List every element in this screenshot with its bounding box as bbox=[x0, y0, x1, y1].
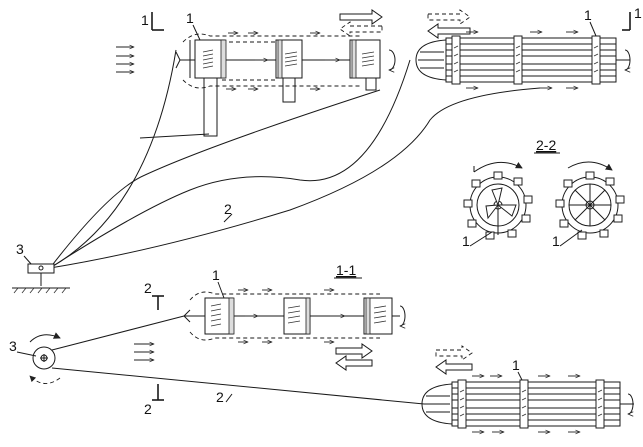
cut-label-2a: 2 bbox=[144, 280, 152, 296]
section-label-2-2: 2-2 bbox=[536, 137, 556, 153]
item-label-1-wheel-a: 1 bbox=[462, 233, 470, 249]
inflow-arrows-mid bbox=[134, 344, 154, 360]
section-1-1-view: 1-1 2 bbox=[134, 262, 406, 371]
item-label-1-top-left: 1 bbox=[186, 10, 194, 26]
filter-cartridge-mid bbox=[204, 297, 393, 335]
item-label-1-top-right: 1 bbox=[584, 7, 592, 23]
inflow-arrows-top bbox=[116, 47, 134, 72]
top-left-assembly: 1 bbox=[116, 9, 396, 137]
winch-bottom: 3 2 2 bbox=[9, 315, 425, 417]
bottom-right-assembly: 1 bbox=[421, 345, 634, 432]
flow-arrows-top-right bbox=[466, 32, 578, 88]
direction-indicator-top-right bbox=[427, 9, 471, 39]
flow-arrows-bottom-right bbox=[472, 376, 580, 432]
flow-arrows-mid bbox=[238, 290, 345, 342]
section-label-1-1: 1-1 bbox=[336, 262, 356, 278]
direction-indicator-top-left bbox=[339, 9, 383, 37]
filter-cartridge bbox=[189, 39, 381, 79]
top-right-assembly: 1 1 bbox=[415, 5, 642, 88]
item-label-1-bottom: 1 bbox=[512, 357, 520, 373]
item-label-1-mid: 1 bbox=[212, 267, 220, 283]
direction-indicator-mid bbox=[335, 343, 373, 371]
winch-top: 3 bbox=[12, 241, 70, 294]
item-label-3-top: 3 bbox=[16, 241, 24, 257]
cables-top: 2 bbox=[49, 49, 541, 269]
item-label-1-wheel-b: 1 bbox=[552, 233, 560, 249]
section-cut-1-top: 1 bbox=[141, 12, 164, 31]
direction-indicator-bottom-right bbox=[435, 345, 473, 375]
item-label-2-top: 2 bbox=[224, 201, 232, 217]
rings-bottom-right bbox=[457, 379, 605, 429]
item-label-2-bottom: 2 bbox=[216, 389, 224, 405]
cut-label-2b: 2 bbox=[144, 401, 152, 417]
section-2-2: 2-2 1 bbox=[462, 137, 625, 249]
cut-label-1a: 1 bbox=[141, 12, 149, 28]
item-label-3-bottom: 3 bbox=[9, 338, 17, 354]
wheel-b: 1 bbox=[552, 171, 625, 249]
flow-arrows-top-left bbox=[226, 33, 340, 89]
wheel-a: 1 bbox=[462, 171, 533, 249]
cut-label-1b: 1 bbox=[634, 5, 642, 21]
